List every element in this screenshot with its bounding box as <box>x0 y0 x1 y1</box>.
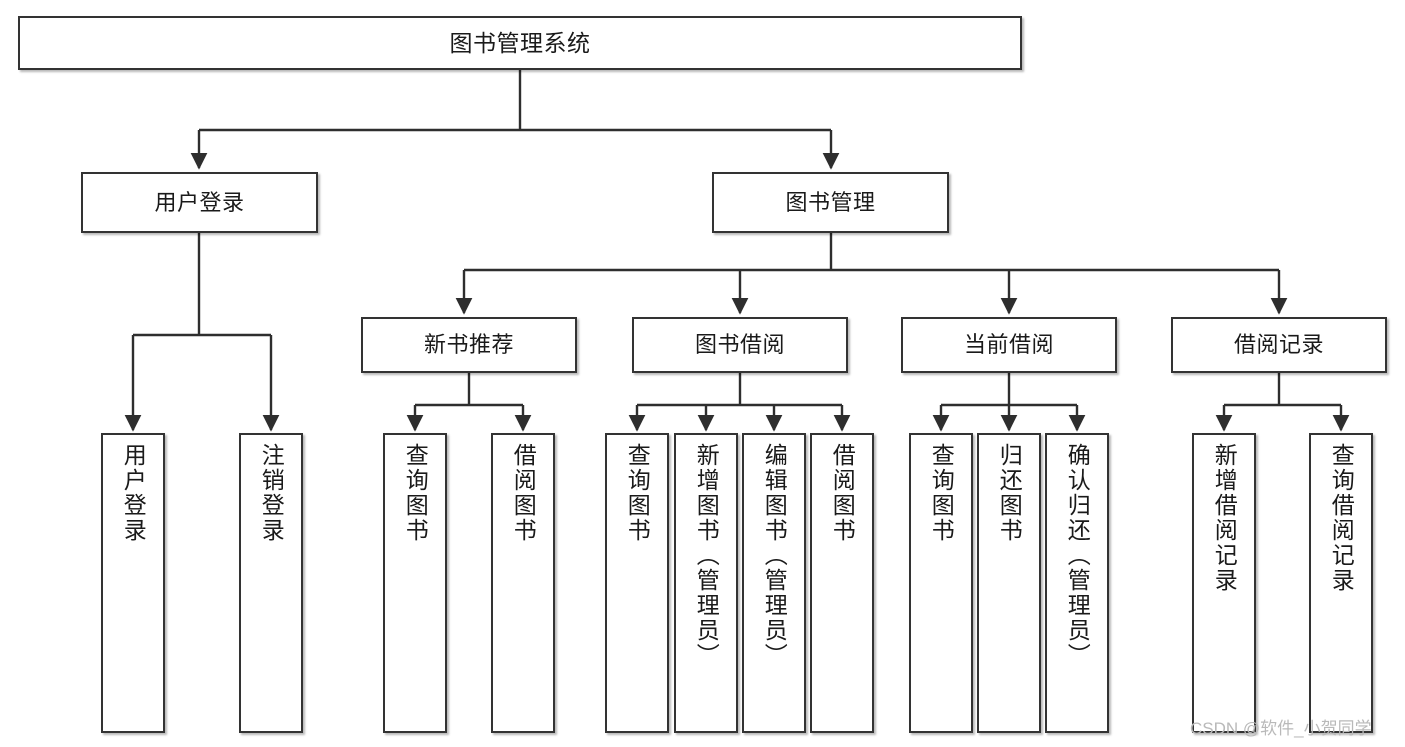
node-current-borrow[interactable]: 当前借阅 <box>901 317 1117 373</box>
leaf-borrow-borrow-book[interactable]: 借阅图书 <box>810 433 874 733</box>
leaf-current-return-book[interactable]: 归还图书 <box>977 433 1041 733</box>
leaf-user-login-login-label: 用户登录 <box>120 443 147 543</box>
node-book-borrow[interactable]: 图书借阅 <box>632 317 848 373</box>
node-borrow-record[interactable]: 借阅记录 <box>1171 317 1387 373</box>
leaf-current-query-book[interactable]: 查询图书 <box>909 433 973 733</box>
leaf-borrow-add-book-label: 新增图书（管理员） <box>693 443 720 668</box>
leaf-user-login-logout-label: 注销登录 <box>258 443 285 543</box>
node-book-borrow-label: 图书借阅 <box>694 332 785 357</box>
leaf-current-return-book-label: 归还图书 <box>996 443 1023 543</box>
leaf-current-confirm-return[interactable]: 确认归还（管理员） <box>1045 433 1109 733</box>
leaf-user-login-login[interactable]: 用户登录 <box>101 433 165 733</box>
leaf-current-query-book-label: 查询图书 <box>928 443 955 543</box>
leaf-new-book-borrow-label: 借阅图书 <box>510 443 537 543</box>
leaf-borrow-borrow-book-label: 借阅图书 <box>829 443 856 543</box>
leaf-borrow-edit-book-label: 编辑图书（管理员） <box>761 443 788 668</box>
leaf-borrow-query-book[interactable]: 查询图书 <box>605 433 669 733</box>
node-new-book-recommend-label: 新书推荐 <box>423 332 514 357</box>
leaf-new-book-query[interactable]: 查询图书 <box>383 433 447 733</box>
node-book-manage[interactable]: 图书管理 <box>712 172 949 233</box>
node-book-manage-label: 图书管理 <box>785 189 876 215</box>
leaf-new-book-query-label: 查询图书 <box>402 443 429 543</box>
leaf-borrow-add-book[interactable]: 新增图书（管理员） <box>674 433 738 733</box>
leaf-current-confirm-return-label: 确认归还（管理员） <box>1064 443 1091 668</box>
node-user-login-label: 用户登录 <box>154 189 245 215</box>
leaf-user-login-logout[interactable]: 注销登录 <box>239 433 303 733</box>
node-current-borrow-label: 当前借阅 <box>963 332 1054 357</box>
node-borrow-record-label: 借阅记录 <box>1233 332 1324 357</box>
leaf-borrow-edit-book[interactable]: 编辑图书（管理员） <box>742 433 806 733</box>
node-user-login[interactable]: 用户登录 <box>81 172 318 233</box>
node-root-label: 图书管理系统 <box>449 29 591 56</box>
leaf-new-book-borrow[interactable]: 借阅图书 <box>491 433 555 733</box>
node-new-book-recommend[interactable]: 新书推荐 <box>361 317 577 373</box>
leaf-record-add-label: 新增借阅记录 <box>1211 443 1238 593</box>
leaf-record-query-label: 查询借阅记录 <box>1328 443 1355 593</box>
leaf-record-query[interactable]: 查询借阅记录 <box>1309 433 1373 733</box>
node-root[interactable]: 图书管理系统 <box>18 16 1022 70</box>
leaf-record-add[interactable]: 新增借阅记录 <box>1192 433 1256 733</box>
leaf-borrow-query-book-label: 查询图书 <box>624 443 651 543</box>
